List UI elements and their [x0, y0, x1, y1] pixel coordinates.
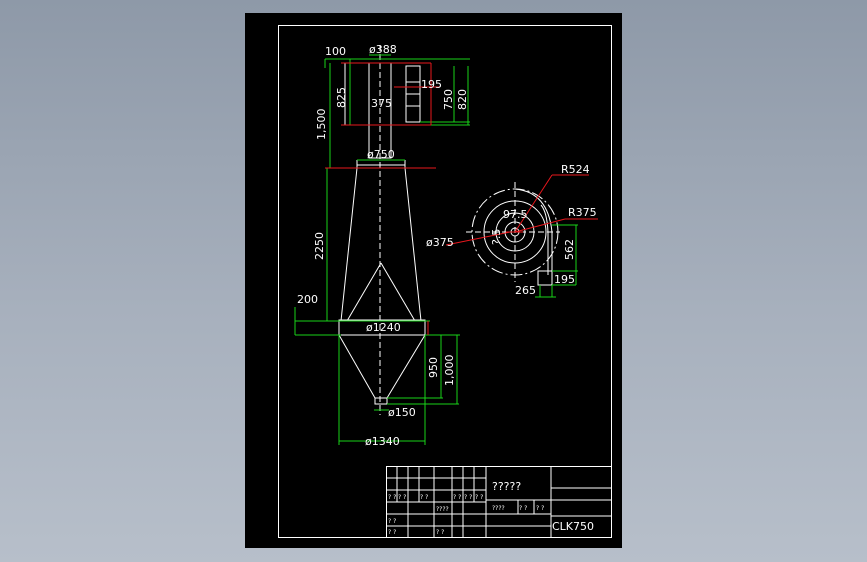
dim-950: 950	[427, 357, 440, 378]
svg-text:? ?: ? ?	[464, 494, 472, 501]
svg-text:? ?: ? ?	[453, 494, 461, 501]
svg-text:? ?: ? ?	[388, 494, 396, 501]
drawing-code: CLK750	[552, 520, 594, 533]
leader-lines	[325, 62, 440, 335]
flange	[338, 319, 426, 336]
hopper-left	[338, 334, 376, 399]
plan-r524: R524	[561, 163, 590, 176]
svg-text:? ?: ? ?	[398, 494, 406, 501]
plan-265: 265	[515, 284, 536, 297]
dim-825: 825	[335, 87, 348, 108]
svg-text:? ?: ? ?	[519, 505, 527, 512]
svg-text:? ?: ? ?	[436, 529, 444, 536]
dim-200: 200	[297, 293, 318, 306]
plan-562: 562	[563, 239, 576, 260]
dim-dia-1340: ø1340	[365, 435, 400, 448]
dim-dia-1240: ø1240	[366, 321, 401, 334]
cone-right	[404, 167, 422, 322]
plan-dia-375: ø375	[426, 236, 454, 249]
inner-cone-right	[380, 262, 416, 322]
svg-text:? ?: ? ?	[475, 494, 483, 501]
dim-1000: 1,000	[443, 355, 456, 387]
discharge	[374, 397, 388, 405]
dim-dia-750: ø750	[367, 148, 395, 161]
plan-labels: R524 R375 ø375 97.5 562 195 265 ?.5	[426, 163, 597, 297]
dim-1500: 1,500	[315, 109, 328, 141]
dimension-lines	[294, 54, 470, 445]
inner-cone-left	[346, 262, 382, 322]
title-cell-code: ????	[492, 505, 505, 512]
plan-975: 97.5	[503, 208, 528, 221]
dim-820: 820	[456, 89, 469, 110]
svg-text:? ?: ? ?	[388, 518, 396, 525]
dim-100: 100	[325, 45, 346, 58]
dim-dia-388: ø388	[369, 43, 397, 56]
svg-text:????: ????	[436, 506, 449, 513]
drawing-sheet	[245, 13, 622, 548]
plan-r375: R375	[568, 206, 597, 219]
plan-195: 195	[554, 273, 575, 286]
hopper-right	[386, 334, 426, 399]
svg-text:? ?: ? ?	[388, 529, 396, 536]
title-block	[386, 466, 612, 538]
dim-195: 195	[421, 78, 442, 91]
title-block-text: ????? CLK750 ???? ? ? ? ? ? ? ? ? ? ? ? …	[388, 480, 594, 536]
dim-375: 375	[371, 97, 392, 110]
dim-2250: 2250	[313, 232, 326, 260]
plan-small: ?.5	[490, 229, 503, 245]
dimension-labels: 100 ø388 195 375 ø750 200 ø1240 ø150 ø13…	[297, 43, 469, 448]
drawing-title: ?????	[492, 480, 521, 493]
plan-view	[445, 174, 598, 298]
svg-text:? ?: ? ?	[420, 494, 428, 501]
dim-dia-150: ø150	[388, 406, 416, 419]
dim-750: 750	[442, 89, 455, 110]
cone-left	[340, 167, 358, 322]
svg-text:? ?: ? ?	[536, 505, 544, 512]
